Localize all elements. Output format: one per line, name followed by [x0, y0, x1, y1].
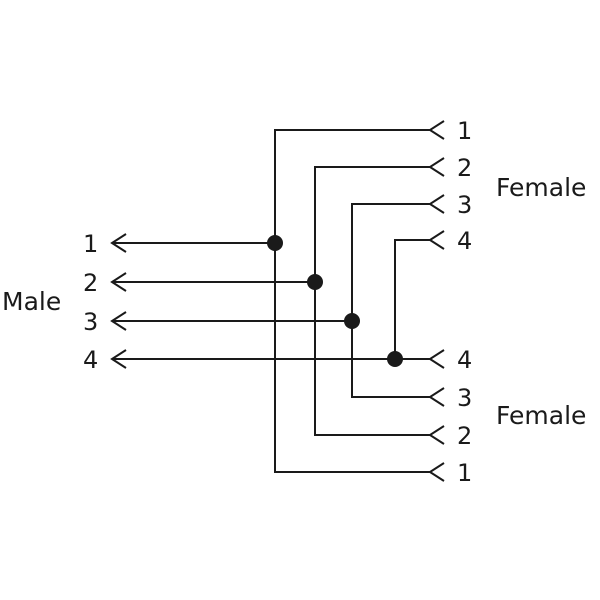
male-arrow-1-icon	[110, 233, 127, 253]
male-label: Male	[2, 287, 61, 316]
female-top-label: Female	[496, 173, 586, 202]
female-top-arrow-1-icon	[428, 120, 445, 140]
male-pin-2: 2	[83, 269, 98, 297]
female-bottom-arrow-1-icon	[428, 462, 445, 482]
bus-wire-1	[274, 129, 430, 473]
female-bottom-arrow-3-icon	[428, 387, 445, 407]
female-top-pin-1: 1	[457, 117, 472, 145]
female-bottom-pin-3: 3	[457, 384, 472, 412]
female-bottom-pin-4: 4	[457, 346, 472, 374]
junction-dot-4	[387, 351, 403, 367]
male-arrows	[110, 233, 127, 369]
junction-dot-2	[307, 274, 323, 290]
female-top-arrow-2-icon	[428, 157, 445, 177]
bus-wire-3	[351, 203, 430, 398]
female-top-pin-2: 2	[457, 154, 472, 182]
female-top-pin-3: 3	[457, 191, 472, 219]
female-bottom-pin-1: 1	[457, 459, 472, 487]
bus-wire-4	[394, 239, 430, 360]
male-pin-1: 1	[83, 230, 98, 258]
male-arrow-2-icon	[110, 272, 127, 292]
male-pin-3: 3	[83, 308, 98, 336]
junction-dot-3	[344, 313, 360, 329]
female-bottom-arrow-2-icon	[428, 425, 445, 445]
female-bottom-arrow-4-icon	[428, 349, 445, 369]
male-pin-4: 4	[83, 346, 98, 374]
junction-dot-1	[267, 235, 283, 251]
female-bottom-label: Female	[496, 401, 586, 430]
male-arrow-3-icon	[110, 311, 127, 331]
male-wires	[114, 242, 430, 360]
female-arrows	[428, 120, 445, 482]
female-top-arrow-3-icon	[428, 194, 445, 214]
female-bottom-pin-2: 2	[457, 422, 472, 450]
male-arrow-4-icon	[110, 349, 127, 369]
bus-wire-2	[314, 166, 430, 436]
female-top-pin-4: 4	[457, 227, 472, 255]
junctions	[267, 235, 403, 367]
bus-wires	[274, 129, 430, 473]
female-top-arrow-4-icon	[428, 230, 445, 250]
